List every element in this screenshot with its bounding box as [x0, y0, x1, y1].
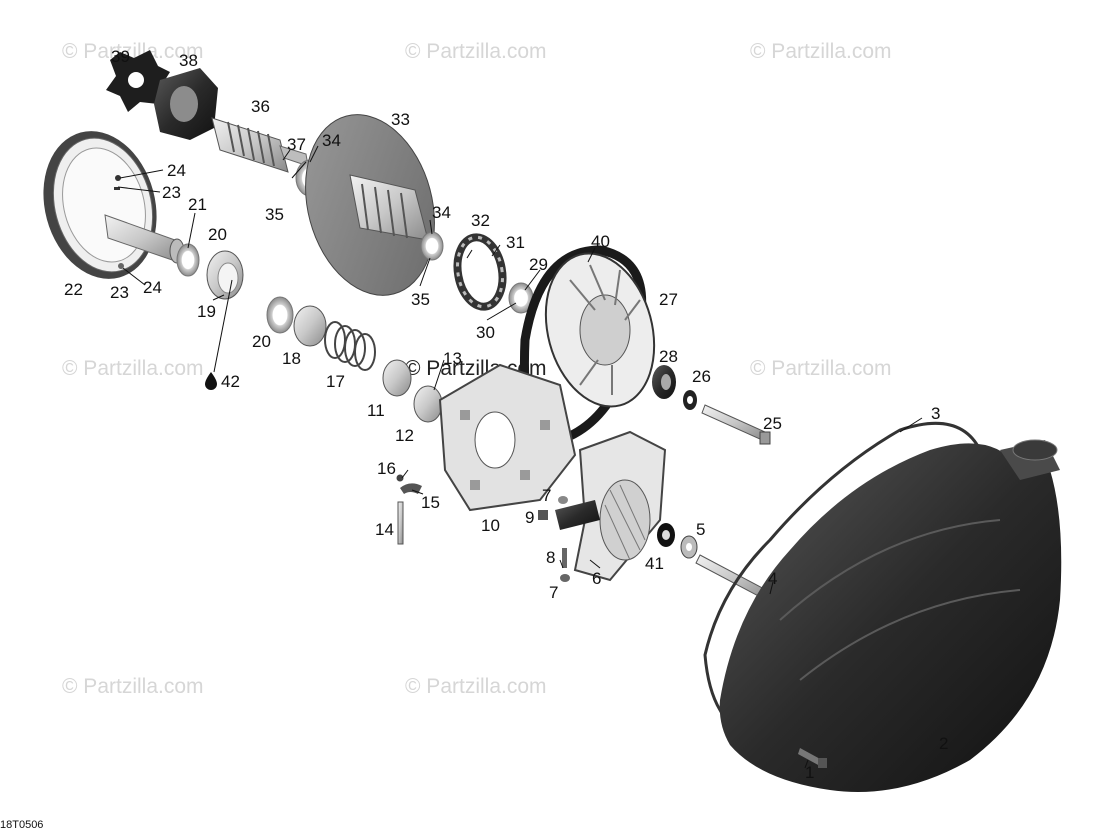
callout-17: 17: [326, 372, 345, 391]
callout-21: 21: [188, 195, 207, 214]
callout-6: 6: [592, 569, 601, 588]
callout-13: 13: [443, 349, 462, 368]
callout-42: 42: [221, 372, 240, 391]
part-screw-1: [798, 748, 827, 768]
callout-34: 34: [432, 203, 451, 222]
watermark: © Partzilla.com: [62, 40, 204, 63]
callout-4: 4: [768, 569, 777, 588]
callout-32: 32: [471, 211, 490, 230]
drop-icon: [205, 372, 217, 390]
callout-25: 25: [763, 414, 782, 433]
watermark: © Partzilla.com: [62, 675, 204, 698]
watermark: © Partzilla.com: [405, 40, 547, 63]
part-screws-7-8-9: [538, 496, 570, 582]
callout-layer: 39 38 36 37 34 33 24 23 21 20 35 34 32 3…: [64, 47, 948, 782]
callout-33: 33: [391, 110, 410, 129]
part-screws-23-24: [114, 175, 124, 269]
part-spring-seat-18: [293, 305, 327, 347]
callout-2: 2: [939, 734, 948, 753]
callout-23: 23: [162, 183, 181, 202]
callout-22: 22: [64, 280, 83, 299]
callout-12: 12: [395, 426, 414, 445]
part-housing-10: [438, 363, 577, 512]
callout-37: 37: [287, 135, 306, 154]
part-washer-20-b: [266, 296, 294, 334]
part-mount-38: [154, 68, 218, 140]
callout-38: 38: [179, 51, 198, 70]
part-cover-2: [719, 439, 1062, 792]
part-bushings-34-35: [420, 231, 534, 314]
callout-24: 24: [143, 278, 162, 297]
part-fixed-sheave-22: [43, 131, 185, 279]
part-bearing-28: [652, 365, 676, 399]
callout-11: 11: [367, 401, 385, 420]
callout-31: 31: [506, 233, 525, 252]
part-spring-36: [211, 117, 309, 173]
callout-24: 24: [167, 161, 186, 180]
part-washers-5-41: [657, 523, 698, 559]
watermark: © Partzilla.com: [750, 357, 892, 380]
callout-18: 18: [282, 349, 301, 368]
part-driven-pulley-27: [544, 252, 656, 408]
watermark: © Partzilla.com: [750, 40, 892, 63]
callout-8: 8: [546, 548, 555, 567]
callout-39: 39: [111, 47, 130, 66]
callout-34: 34: [322, 131, 341, 150]
callout-36: 36: [251, 97, 270, 116]
part-movable-sheave-33: [305, 114, 435, 296]
callout-16: 16: [377, 459, 396, 478]
callout-20: 20: [252, 332, 271, 351]
callout-19: 19: [197, 302, 216, 321]
part-spider-39: [106, 50, 170, 112]
callout-7: 7: [542, 486, 551, 505]
callout-14: 14: [375, 520, 394, 539]
part-bolt-25: [701, 404, 771, 445]
callout-3: 3: [931, 404, 940, 423]
part-spring-17: [324, 321, 376, 371]
callout-29: 29: [529, 255, 548, 274]
part-rings-19-21: [176, 243, 244, 300]
callout-30: 30: [476, 323, 495, 342]
callout-35: 35: [265, 205, 284, 224]
leader-lines: [117, 145, 923, 769]
callout-7: 7: [549, 583, 558, 602]
part-bracket-6: [555, 430, 667, 582]
callout-20: 20: [208, 225, 227, 244]
callout-40: 40: [591, 232, 610, 251]
part-washer-26: [683, 390, 697, 410]
callout-15: 15: [421, 493, 440, 512]
watermark: © Partzilla.com: [405, 675, 547, 698]
callout-26: 26: [692, 367, 711, 386]
callout-35: 35: [411, 290, 430, 309]
callout-41: 41: [645, 554, 664, 573]
callout-27: 27: [659, 290, 678, 309]
callout-5: 5: [696, 520, 705, 539]
callout-1: 1: [805, 763, 814, 782]
part-hardware-14-16: [396, 474, 422, 545]
callout-28: 28: [659, 347, 678, 366]
callout-23: 23: [110, 283, 129, 302]
part-bushing-12: [413, 385, 443, 423]
callout-10: 10: [481, 516, 500, 535]
part-roller-ring-31-32: [453, 233, 507, 311]
callout-9: 9: [525, 508, 534, 527]
drawing-code: 18T0506: [0, 819, 43, 831]
watermark: © Partzilla.com: [62, 357, 204, 380]
part-bushing-11: [382, 359, 412, 397]
